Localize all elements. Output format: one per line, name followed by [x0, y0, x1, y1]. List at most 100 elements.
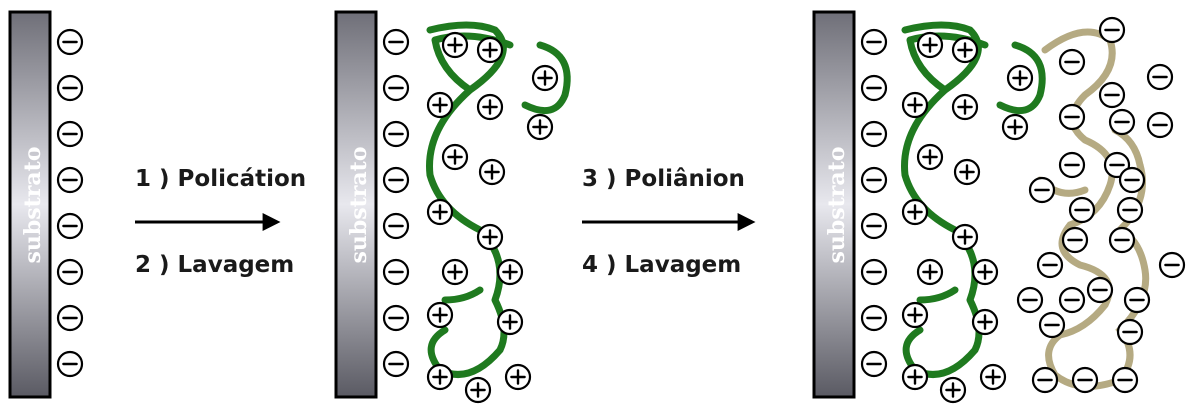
plus-circle-icon	[426, 91, 454, 119]
minus-circle-icon	[56, 120, 84, 148]
panel-1: substrato	[8, 10, 84, 399]
minus-circle-icon	[1036, 251, 1064, 279]
minus-circle-icon	[860, 258, 888, 286]
minus-circle-icon	[1146, 63, 1174, 91]
minus-circle-icon	[1058, 48, 1086, 76]
minus-circle-icon	[382, 166, 410, 194]
plus-circle-icon	[441, 31, 469, 59]
negative-charge-column	[860, 28, 888, 378]
plus-circle-icon	[426, 363, 454, 391]
minus-circle-icon	[860, 120, 888, 148]
substrate-1: substrato	[8, 10, 52, 399]
plus-circle-icon	[426, 198, 454, 226]
minus-circle-icon	[1058, 286, 1086, 314]
substrate-label-2: substrato	[346, 147, 372, 264]
minus-circle-icon	[1108, 226, 1136, 254]
plus-circle-icon	[426, 301, 454, 329]
substrate-3: substrato	[812, 10, 856, 399]
plus-circle-icon	[531, 64, 559, 92]
minus-circle-icon	[860, 212, 888, 240]
plus-circle-icon	[478, 158, 506, 186]
minus-circle-icon	[860, 166, 888, 194]
minus-circle-icon	[382, 350, 410, 378]
plus-circle-icon	[939, 376, 967, 404]
positive-charges-layer	[901, 31, 1034, 404]
minus-circle-icon	[1116, 318, 1144, 346]
plus-circle-icon	[971, 258, 999, 286]
minus-circle-icon	[1058, 151, 1086, 179]
minus-circle-icon	[1111, 366, 1139, 394]
step-1-label: 1 ) Policátion	[135, 166, 306, 192]
minus-circle-icon	[1058, 103, 1086, 131]
minus-circle-icon	[1123, 286, 1151, 314]
plus-circle-icon	[1006, 64, 1034, 92]
substrate-label-1: substrato	[20, 147, 46, 264]
minus-circle-icon	[1098, 81, 1126, 109]
minus-circle-icon	[56, 304, 84, 332]
minus-circle-icon	[1086, 276, 1114, 304]
minus-circle-icon	[1158, 251, 1186, 279]
minus-circle-icon	[382, 304, 410, 332]
plus-circle-icon	[951, 93, 979, 121]
negative-charge-column	[382, 28, 410, 378]
minus-circle-icon	[860, 28, 888, 56]
minus-circle-icon	[1068, 196, 1096, 224]
step-3-label: 3 ) Poliânion	[582, 166, 745, 192]
minus-circle-icon	[860, 350, 888, 378]
panel-2: substrato	[334, 10, 571, 404]
minus-circle-icon	[1146, 111, 1174, 139]
plus-circle-icon	[901, 363, 929, 391]
plus-circle-icon	[901, 198, 929, 226]
plus-circle-icon	[951, 223, 979, 251]
plus-circle-icon	[476, 36, 504, 64]
plus-circle-icon	[953, 158, 981, 186]
minus-circle-icon	[56, 28, 84, 56]
plus-circle-icon	[916, 143, 944, 171]
plus-circle-icon	[901, 301, 929, 329]
plus-circle-icon	[916, 258, 944, 286]
minus-circle-icon	[860, 304, 888, 332]
minus-circle-icon	[1118, 166, 1146, 194]
minus-circle-icon	[382, 120, 410, 148]
minus-circle-icon	[1031, 366, 1059, 394]
positive-charges-layer	[426, 31, 559, 404]
plus-circle-icon	[971, 308, 999, 336]
substrate-2: substrato	[334, 10, 378, 399]
plus-circle-icon	[526, 113, 554, 141]
plus-circle-icon	[496, 258, 524, 286]
plus-circle-icon	[476, 93, 504, 121]
plus-circle-icon	[504, 363, 532, 391]
minus-circle-icon	[1016, 286, 1044, 314]
plus-circle-icon	[1001, 113, 1029, 141]
minus-circle-icon	[382, 74, 410, 102]
step-arrow-1: 1 ) Policátion 2 ) Lavagem	[135, 166, 306, 278]
plus-circle-icon	[951, 36, 979, 64]
minus-circle-icon	[56, 166, 84, 194]
plus-circle-icon	[901, 91, 929, 119]
plus-circle-icon	[441, 143, 469, 171]
minus-circle-icon	[1038, 311, 1066, 339]
step-arrow-2: 3 ) Poliânion 4 ) Lavagem	[582, 166, 756, 278]
panel-3: substrato	[812, 10, 1186, 404]
minus-circle-icon	[56, 74, 84, 102]
negative-charge-column	[56, 28, 84, 378]
negative-charges-layer	[1016, 16, 1186, 394]
minus-circle-icon	[1116, 196, 1144, 224]
substrate-label-3: substrato	[824, 147, 850, 264]
minus-circle-icon	[56, 350, 84, 378]
step-4-label: 4 ) Lavagem	[582, 252, 741, 278]
plus-circle-icon	[441, 258, 469, 286]
step-2-label: 2 ) Lavagem	[135, 252, 294, 278]
minus-circle-icon	[1071, 366, 1099, 394]
minus-circle-icon	[382, 28, 410, 56]
minus-circle-icon	[382, 212, 410, 240]
minus-circle-icon	[382, 258, 410, 286]
plus-circle-icon	[476, 223, 504, 251]
plus-circle-icon	[464, 376, 492, 404]
plus-circle-icon	[916, 31, 944, 59]
minus-circle-icon	[56, 212, 84, 240]
minus-circle-icon	[1028, 176, 1056, 204]
plus-circle-icon	[979, 363, 1007, 391]
minus-circle-icon	[1108, 108, 1136, 136]
